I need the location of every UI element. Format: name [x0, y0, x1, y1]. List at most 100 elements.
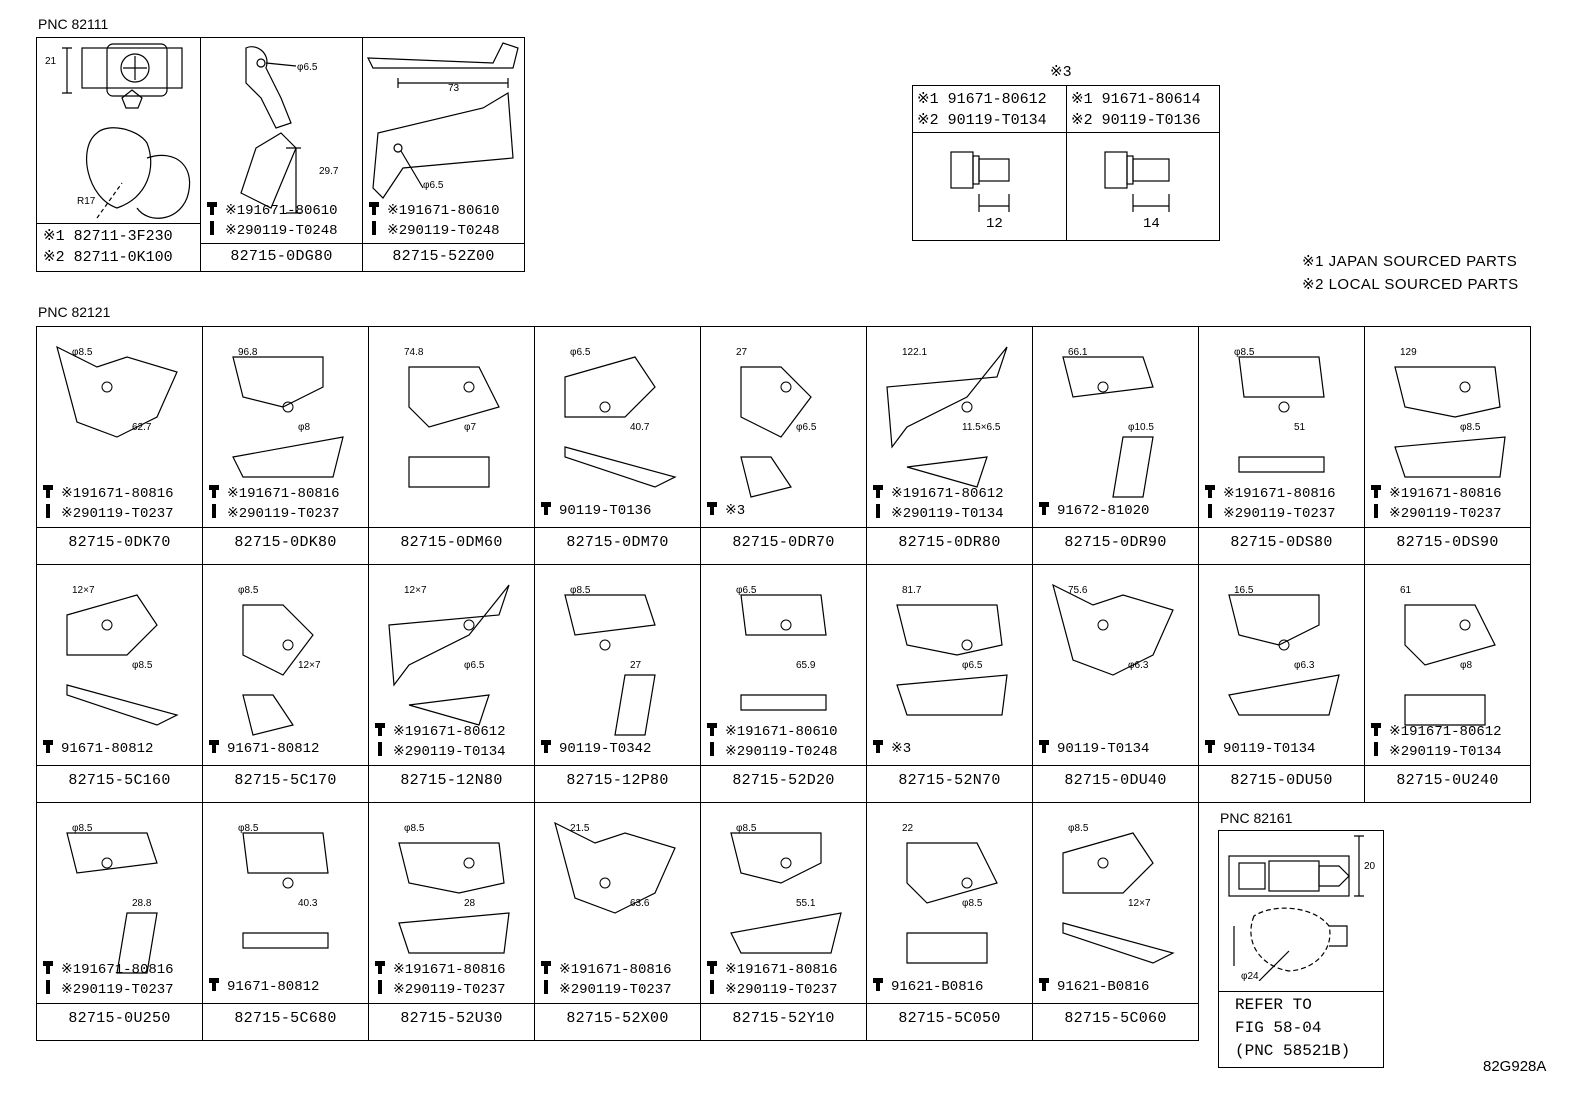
group-label-pnc-82111: PNC 82111: [38, 16, 109, 32]
bracket-drawing: [906, 842, 998, 964]
dim-label: φ7: [464, 422, 477, 433]
dim-label: 40.7: [630, 422, 650, 433]
fasteners: 90119-T0136: [539, 501, 651, 521]
dim-label: φ6.5: [297, 62, 318, 73]
bolt-icon: [209, 740, 219, 753]
bolt-icon: [375, 723, 385, 736]
fastener-secondary: ※290119-T0237: [1223, 506, 1336, 522]
dim-label: φ8.5: [962, 898, 983, 909]
dim-label: 73: [448, 83, 460, 94]
dim-label: 122.1: [902, 347, 928, 358]
bolt-icon: [1374, 504, 1378, 518]
ref-left-parts: ※1 91671-80612 ※2 90119-T0134: [917, 89, 1047, 131]
dim-label: φ10.5: [1128, 422, 1154, 433]
fastener-primary: 90119-T0342: [559, 741, 652, 757]
part-number: 82715-0DR70: [732, 534, 835, 551]
part-number: 82715-0DR90: [1064, 534, 1167, 551]
fastener-secondary: ※290119-T0134: [891, 506, 1004, 522]
dim-label: 62.7: [132, 422, 152, 433]
ref-left-dim: 12: [986, 216, 1003, 232]
dim-label: φ6.5: [736, 585, 757, 596]
note-local-sourced: ※2 LOCAL SOURCED PARTS: [1302, 276, 1519, 293]
fastener-primary: 91672-81020: [1057, 503, 1150, 519]
bolt-icon: [1208, 504, 1212, 518]
part-number: 82715-0DS90: [1396, 534, 1499, 551]
dim-label: φ8.5: [238, 823, 259, 834]
flange-bolts-drawing: [950, 151, 1170, 212]
fastener-primary: 91671-80812: [227, 979, 320, 995]
fasteners: ※3: [871, 739, 911, 759]
fastener-primary: 90119-T0136: [559, 503, 652, 519]
fastener-primary: ※191671-80816: [1223, 486, 1336, 502]
part-number: 82715-52N70: [898, 772, 1001, 789]
dim-label: 12×7: [404, 585, 427, 596]
fasteners: 90119-T0134: [1203, 739, 1315, 759]
dim-label: 55.1: [796, 898, 816, 909]
part-number: 82715-0DU40: [1064, 772, 1167, 789]
ref-table: ※1 91671-80612 ※2 90119-T0134 ※1 91671-8…: [912, 85, 1220, 241]
bracket-drawing: [886, 346, 1008, 488]
part-cell-82161: 20 φ24 REFER TO FIG 58-04 (PNC 58521B): [1218, 830, 1384, 1068]
dim-label: 65.9: [796, 660, 816, 671]
bracket-drawing: [367, 42, 519, 199]
part-number: 82715-5C170: [234, 772, 337, 789]
fastener-primary: ※191671-80816: [1389, 486, 1502, 502]
fasteners: ※191671-80610 ※290119-T0248: [205, 201, 338, 241]
dim-label: φ6.5: [464, 660, 485, 671]
dim-label: 75.6: [1068, 585, 1088, 596]
bolt-icon: [707, 961, 717, 974]
part-number: 82715-52Z00: [392, 248, 495, 265]
fasteners: ※191671-80816※290119-T0237: [41, 484, 174, 524]
fasteners: 90119-T0342: [539, 739, 651, 759]
dim-label: φ8.5: [1068, 823, 1089, 834]
fasteners: 91671-80812: [207, 977, 319, 997]
dim-label: 12×7: [72, 585, 95, 596]
dim-label: R17: [77, 196, 96, 207]
bolt-icon: [212, 504, 216, 518]
part-number: 82715-0DM60: [400, 534, 503, 551]
fastener-primary: ※191671-80816: [559, 962, 672, 978]
bolt-icon: [876, 504, 880, 518]
bolt-icon: [710, 980, 714, 994]
fasteners: ※3: [705, 501, 745, 521]
dim-label: 27: [630, 660, 642, 671]
fastener-secondary: ※290119-T0248: [725, 744, 838, 760]
bracket-drawing: [66, 594, 179, 726]
dim-label: φ6.5: [796, 422, 817, 433]
bolt-icon: [1039, 740, 1049, 753]
bolt-icon: [541, 502, 551, 515]
clamp-drawing: [1228, 835, 1364, 981]
fastener-japan: ※191671-80610: [225, 203, 338, 219]
bracket-drawing: [56, 345, 178, 438]
bolt-icon: [46, 980, 50, 994]
fastener-primary: 90119-T0134: [1057, 741, 1150, 757]
dim-label: φ6.5: [423, 180, 444, 191]
fastener-primary: ※191671-80816: [61, 962, 174, 978]
fasteners: 91621-B0816: [871, 977, 983, 997]
part-number: 82715-0DM70: [566, 534, 669, 551]
bolt-icon: [1371, 723, 1381, 736]
dim-label: φ6.5: [962, 660, 983, 671]
bracket-drawing: [1238, 356, 1325, 473]
bracket-drawing: [1404, 604, 1496, 726]
fasteners: ※191671-80612※290119-T0134: [373, 722, 506, 762]
part-number: 82715-0DK80: [234, 534, 337, 551]
fastener-secondary: ※290119-T0237: [227, 506, 340, 522]
dim-label: φ8.5: [1234, 347, 1255, 358]
fastener-primary: ※191671-80816: [725, 962, 838, 978]
dim-label: φ8.5: [72, 347, 93, 358]
fasteners: ※191671-80816※290119-T0237: [373, 960, 506, 1000]
dim-label: 29.7: [319, 166, 339, 177]
fastener-primary: 90119-T0134: [1223, 741, 1316, 757]
bolt-icon: [1039, 502, 1049, 515]
fasteners: 91672-81020: [1037, 501, 1149, 521]
